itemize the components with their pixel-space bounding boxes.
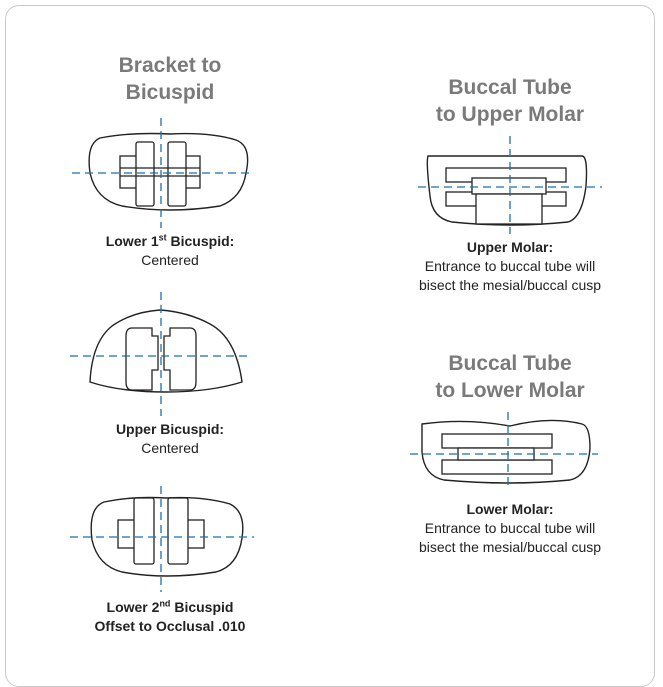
- heading-line-2: to Upper Molar: [435, 103, 585, 126]
- buccal-tube-pad: [475, 193, 543, 225]
- heading-bracket-to-bicuspid: Bracket to Bicuspid: [90, 52, 250, 106]
- caption-title: Lower 2nd Bicuspid: [106, 598, 234, 615]
- caption-desc: Offset to Occlusal .010: [94, 618, 246, 634]
- heading-line-1: Buccal Tube: [448, 352, 572, 375]
- caption-title: Upper Bicuspid:: [115, 421, 225, 437]
- caption-title: Lower Molar:: [466, 501, 554, 517]
- caption-desc-line-2: bisect the mesial/buccal cusp: [418, 539, 602, 555]
- upper-bicuspid-diagram: [70, 292, 252, 416]
- caption-lower-molar: Lower Molar: Entrance to buccal tube wil…: [395, 500, 625, 557]
- lower-first-bicuspid-diagram: [72, 118, 254, 228]
- caption-desc-line-2: bisect the mesial/buccal cusp: [418, 277, 602, 293]
- heading-buccal-tube-lower-molar: Buccal Tube to Lower Molar: [410, 350, 610, 404]
- bracket-pad-left-post: [135, 141, 155, 207]
- buccal-tube-body: [471, 177, 547, 195]
- caption-lower-second-bicuspid: Lower 2nd Bicuspid Offset to Occlusal .0…: [50, 598, 290, 636]
- lower-molar-diagram: [410, 412, 598, 490]
- bracket-pad-right-post: [167, 497, 189, 565]
- heading-line-1: Buccal Tube: [448, 76, 572, 99]
- heading-line-2: to Lower Molar: [435, 379, 585, 402]
- caption-desc: Centered: [141, 252, 199, 268]
- caption-title: Lower 1st Bicuspid:: [105, 232, 235, 249]
- caption-desc: Centered: [141, 440, 199, 456]
- heading-buccal-tube-upper-molar: Buccal Tube to Upper Molar: [410, 74, 610, 128]
- caption-title: Upper Molar:: [466, 239, 554, 255]
- caption-upper-molar: Upper Molar: Entrance to buccal tube wil…: [395, 238, 625, 295]
- lower-second-bicuspid-diagram: [70, 486, 254, 592]
- bracket-right-body: [163, 327, 197, 391]
- buccal-tube-lower-rail: [441, 459, 553, 475]
- bracket-pad-right-post: [167, 141, 187, 207]
- bracket-pad-left-post: [133, 497, 155, 565]
- upper-molar-diagram: [418, 136, 602, 234]
- bracket-left-body: [125, 327, 159, 391]
- heading-line-2: Bicuspid: [125, 81, 215, 104]
- caption-desc-line-1: Entrance to buccal tube will: [424, 258, 596, 274]
- caption-upper-bicuspid: Upper Bicuspid: Centered: [70, 420, 270, 458]
- caption-desc-line-1: Entrance to buccal tube will: [424, 520, 596, 536]
- caption-lower-first-bicuspid: Lower 1st Bicuspid: Centered: [70, 232, 270, 270]
- heading-line-1: Bracket to: [118, 54, 222, 77]
- buccal-tube-upper-rail: [441, 433, 553, 449]
